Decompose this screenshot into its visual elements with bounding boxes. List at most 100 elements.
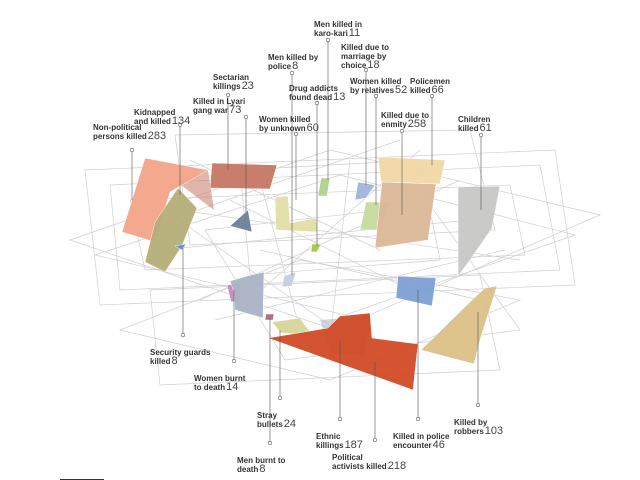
- label-line: Killed by: [454, 418, 503, 427]
- label-text: Killed by: [454, 418, 488, 427]
- label-line: Women killed: [350, 77, 407, 86]
- label-line: and killed134: [134, 116, 190, 127]
- label-line: Killed in police: [393, 432, 449, 441]
- label-line: Security guards: [150, 348, 210, 357]
- label-count: 8: [171, 355, 178, 367]
- label-text: robbers: [454, 427, 484, 436]
- shape-police-encounter: [395, 275, 437, 307]
- label-text: killings: [316, 441, 344, 450]
- shape-ethnic: [229, 271, 265, 319]
- label-line: persons killed283: [93, 131, 166, 142]
- leader-dot-men-burnt: [267, 440, 273, 446]
- label-text: to death: [194, 383, 226, 392]
- label-text: persons killed: [93, 132, 147, 141]
- label-text: found dead: [289, 93, 333, 102]
- mesh-line: [239, 159, 441, 276]
- leader-dot-robbers: [475, 402, 481, 408]
- label-line: killed8: [150, 355, 210, 367]
- label-line: death8: [237, 464, 285, 475]
- label-text: Killed in Lyari: [193, 97, 246, 106]
- label-text: Women burnt: [194, 374, 246, 383]
- label-text: Kidnapped: [134, 108, 176, 117]
- label-line: robbers103: [454, 425, 504, 437]
- label-line: to death14: [194, 381, 245, 393]
- label-text: Killed due to: [381, 111, 429, 120]
- label-text: Political: [332, 453, 363, 462]
- label-text: Killed in police: [393, 432, 450, 441]
- label-count: 66: [431, 84, 444, 96]
- label-line: by relatives52: [350, 85, 407, 96]
- label-text: encounter: [393, 441, 432, 450]
- label-line: Children: [458, 115, 492, 124]
- leader-dot-lyari: [243, 114, 249, 120]
- label-text: Non-political: [93, 123, 142, 132]
- label-line: Killed in Lyari: [193, 97, 245, 106]
- shape-marriage: [354, 181, 376, 201]
- label-line: bullets24: [257, 419, 296, 430]
- leader-dot-men-police: [289, 70, 295, 76]
- label-text: choice: [341, 61, 367, 70]
- leader-dot-women-unknown: [293, 131, 299, 137]
- shape-security-guards: [174, 243, 187, 251]
- label-count: 187: [344, 439, 363, 451]
- label-text: Drug addicts: [289, 84, 338, 93]
- label-line: marriage by: [341, 52, 389, 61]
- leader-dot-ethnic: [337, 416, 343, 422]
- leader-dot-stray-bullets: [277, 395, 283, 401]
- label-count: 103: [484, 425, 504, 437]
- label-line: enmity258: [381, 119, 429, 130]
- label-count: 14: [226, 381, 239, 393]
- label-line: Sectarian: [213, 73, 254, 82]
- leader-dot-marriage: [363, 67, 369, 73]
- category-shapes: [121, 156, 501, 391]
- leader-dot-police-encounter: [415, 416, 421, 422]
- leader-dot-enmity: [399, 128, 405, 134]
- label-count: 11: [348, 27, 361, 39]
- label-text: Women killed: [259, 115, 311, 124]
- label-line: killings187: [316, 439, 363, 451]
- label-text: killed: [410, 86, 431, 95]
- label-text: Men killed in: [314, 20, 363, 29]
- label-text: Killed due to: [341, 43, 389, 52]
- label-text: police: [268, 62, 292, 71]
- label-line: Women burnt: [194, 374, 245, 383]
- label-text: Men burnt to: [237, 456, 286, 465]
- shape-karo-kari: [317, 177, 331, 197]
- label-line: Killed due to: [381, 111, 429, 120]
- shape-enmity: [374, 181, 437, 249]
- leader-lines: [129, 37, 484, 446]
- label-text: by unknown: [259, 124, 306, 133]
- leader-dot-women-relatives: [373, 93, 379, 99]
- label-count: 60: [306, 122, 319, 134]
- label-line: by unknown60: [259, 122, 319, 134]
- label-line: police8: [268, 61, 318, 72]
- shape-drug-addicts: [310, 243, 322, 253]
- label-text: Sectarian: [213, 73, 250, 82]
- label-line: Killed due to: [341, 43, 389, 52]
- label-text: Women killed: [350, 77, 402, 86]
- label-count: 61: [479, 122, 492, 134]
- label-line: activists killed218: [332, 461, 406, 472]
- shape-policemen: [377, 156, 446, 185]
- label-text: killings: [213, 82, 241, 91]
- label-text: enmity: [381, 120, 407, 129]
- shape-lyari: [229, 209, 253, 233]
- label-text: marriage by: [341, 52, 387, 61]
- label-line: killed66: [410, 84, 450, 96]
- label-line: gang war73: [193, 105, 245, 116]
- label-text: killed: [150, 357, 171, 366]
- label-line: encounter46: [393, 440, 449, 451]
